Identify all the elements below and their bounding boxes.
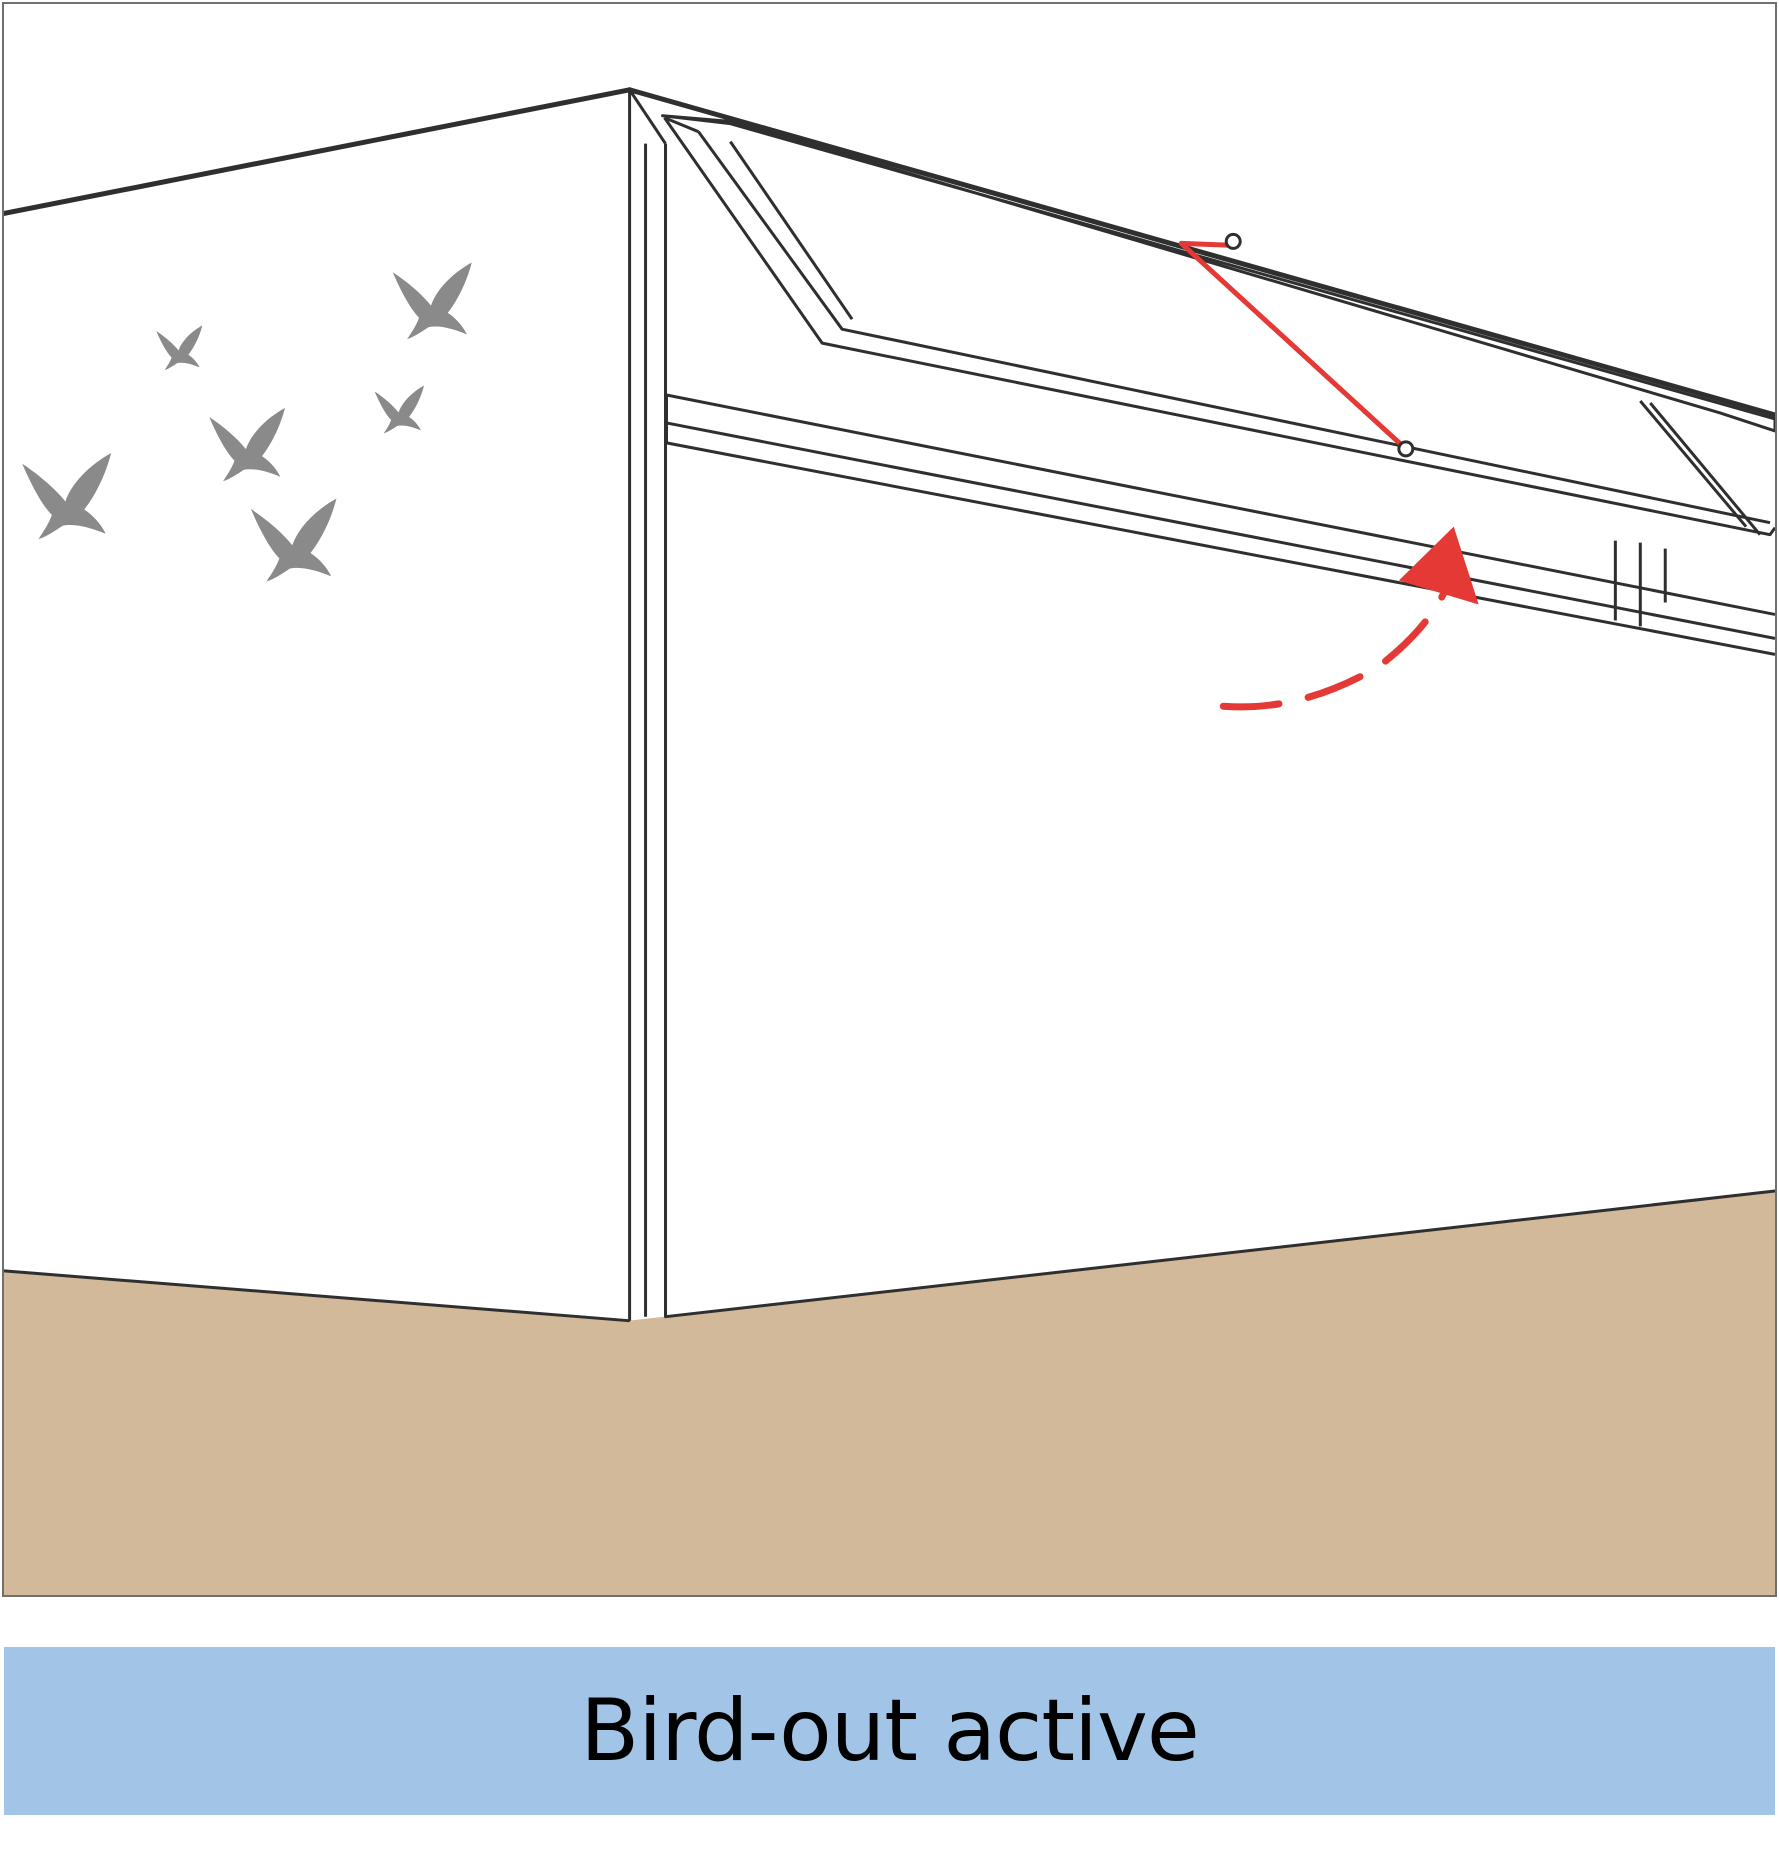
actuator-pulleys — [1224, 232, 1415, 458]
caption-text: Bird-out active — [580, 1681, 1200, 1781]
bird-silhouette-icon — [156, 325, 203, 371]
bird-flock — [22, 262, 472, 582]
inlet-flap — [661, 114, 1775, 537]
barn-illustration — [2, 2, 1777, 1597]
inlet-rail — [665, 393, 1775, 656]
corner-post — [628, 88, 668, 1321]
actuator-cable-icon — [1178, 240, 1409, 452]
left-wall — [4, 87, 633, 1323]
barn-diagram-svg — [4, 87, 1775, 1595]
caption-bar: Bird-out active — [4, 1647, 1775, 1815]
bird-silhouette-icon — [22, 452, 112, 540]
bird-silhouette-icon — [250, 498, 337, 582]
bird-silhouette-icon — [392, 262, 472, 340]
bird-silhouette-icon — [209, 407, 285, 482]
right-wall — [627, 87, 1775, 1319]
curved-arrow-icon — [1219, 526, 1479, 711]
bird-silhouette-icon — [374, 385, 425, 434]
ground — [4, 1191, 1775, 1595]
